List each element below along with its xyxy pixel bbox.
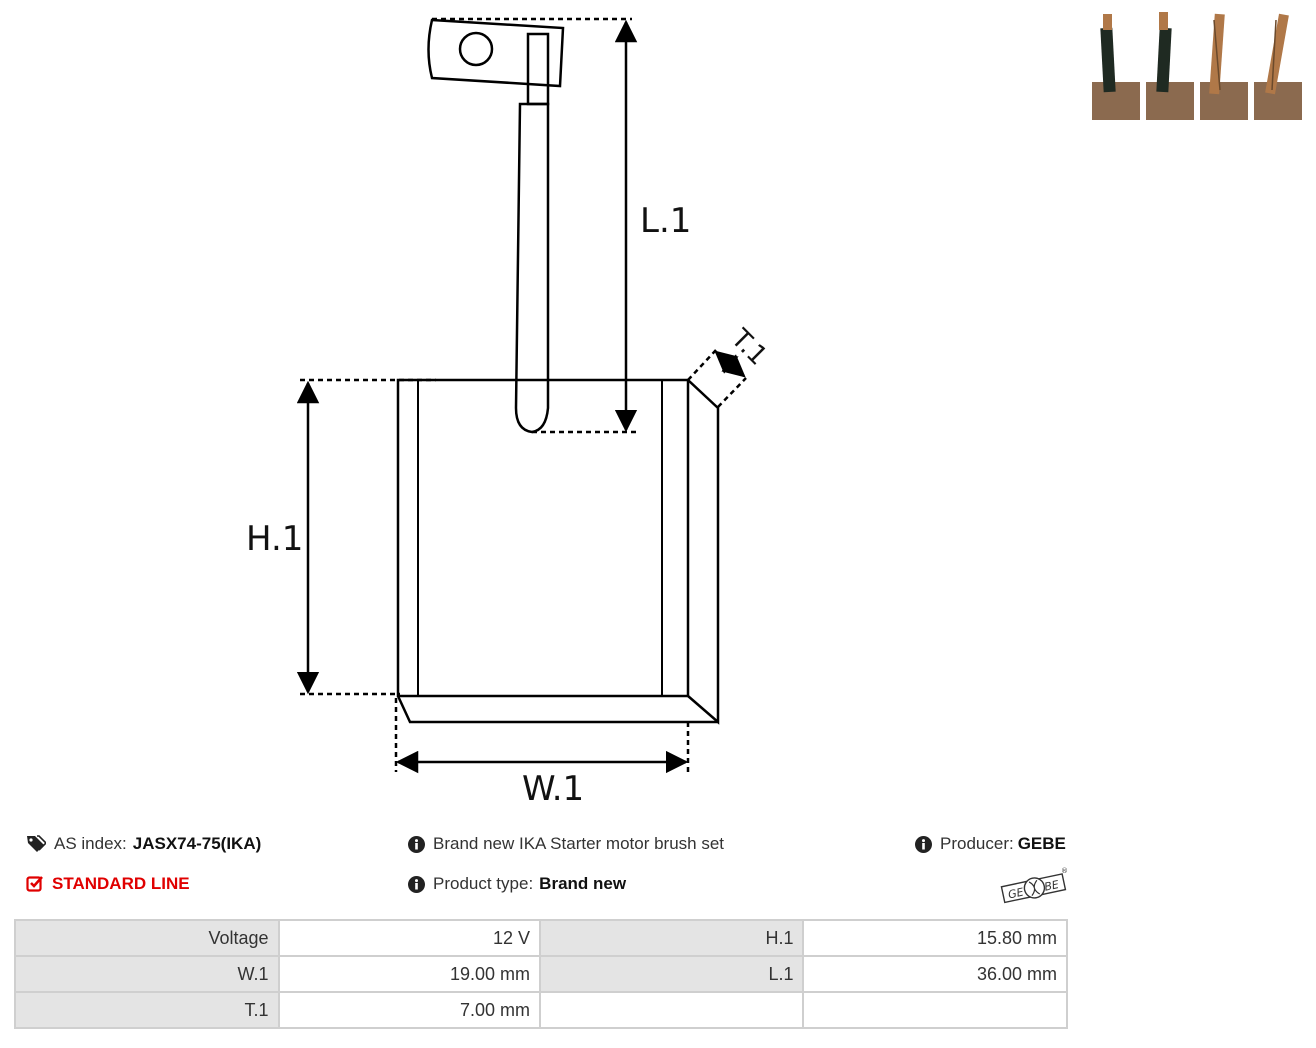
specs-table: Voltage 12 V H.1 15.80 mm W.1 19.00 mm L…	[14, 919, 1068, 1029]
info-icon	[408, 875, 425, 893]
product-type-label: Product type:	[433, 874, 534, 893]
w1-label: W.1	[522, 769, 584, 809]
spec-value	[802, 991, 1068, 1029]
brush-dimension-drawing: L.1 H.1 W.1 T.1	[246, 17, 773, 809]
description-info: Brand new IKA Starter motor brush set	[408, 834, 724, 854]
product-type-info: Product type: Brand new	[408, 874, 626, 894]
spec-value: 36.00 mm	[802, 955, 1068, 993]
spec-value: 12 V	[277, 919, 542, 957]
standard-line-badge: STANDARD LINE	[26, 874, 190, 894]
carbon-block-side	[687, 379, 720, 725]
thumbnail-3[interactable]	[1200, 13, 1248, 120]
table-row: T.1 7.00 mm	[14, 991, 1068, 1029]
logo-registered-mark: ®	[1061, 867, 1068, 875]
checkbox-checked-icon	[26, 876, 43, 892]
tags-icon	[27, 835, 46, 852]
carbon-block-front	[396, 378, 690, 698]
as-index-info: AS index: JASX74-75(IKA)	[26, 834, 261, 854]
as-index-label: AS index:	[54, 834, 127, 853]
h1-label: H.1	[246, 519, 303, 559]
spec-label: Voltage	[14, 919, 280, 957]
thumbnail-2[interactable]	[1146, 12, 1194, 120]
as-index-value: JASX74-75(IKA)	[132, 834, 262, 853]
producer-info: Producer: GEBE	[915, 834, 1066, 854]
spec-label: T.1	[14, 991, 280, 1029]
spec-label: W.1	[14, 955, 280, 993]
terminal-hole	[458, 31, 494, 67]
thumbnail-1[interactable]	[1092, 14, 1140, 120]
info-icon	[408, 835, 425, 853]
product-thumbnail-strip[interactable]	[1090, 10, 1310, 122]
description-text: Brand new IKA Starter motor brush set	[433, 834, 725, 853]
logo-text-right: BE	[1043, 878, 1060, 894]
brush-lead	[514, 102, 550, 434]
product-type-value: Brand new	[539, 874, 627, 893]
spec-label: L.1	[539, 955, 805, 993]
spec-value: 15.80 mm	[802, 919, 1068, 957]
logo-text-left: GE	[1007, 885, 1025, 901]
carbon-block-bottom	[396, 695, 718, 724]
table-row: W.1 19.00 mm L.1 36.00 mm	[14, 955, 1068, 993]
spec-label	[539, 991, 805, 1029]
table-row: Voltage 12 V H.1 15.80 mm	[14, 919, 1068, 957]
standard-line-label: STANDARD LINE	[52, 874, 190, 893]
info-icon	[915, 835, 932, 853]
lug-clip	[526, 32, 550, 106]
thumbnail-4[interactable]	[1254, 13, 1302, 120]
producer-label: Producer:	[940, 834, 1014, 853]
producer-logo: GE BE ®	[1000, 867, 1068, 904]
producer-value: GEBE	[1017, 834, 1066, 853]
terminal-lug	[427, 18, 565, 88]
t1-dimension-line	[714, 350, 746, 378]
spec-value: 19.00 mm	[277, 955, 542, 993]
spec-label: H.1	[539, 919, 805, 957]
spec-value: 7.00 mm	[277, 991, 542, 1029]
l1-label: L.1	[640, 201, 691, 241]
